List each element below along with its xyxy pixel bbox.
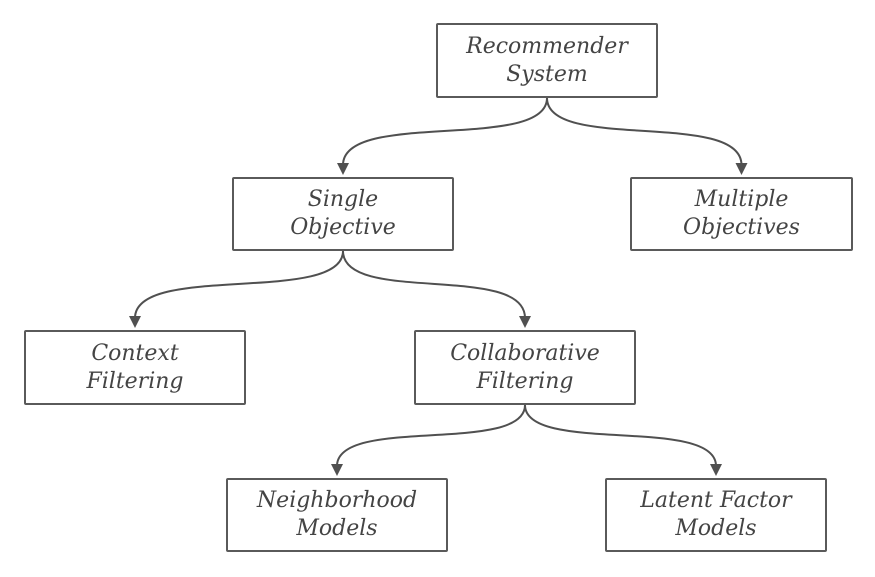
connector-recommender-system-to-single-objective <box>342 97 548 166</box>
arrowhead-icon <box>129 316 141 328</box>
arrowhead-icon <box>337 163 349 175</box>
connector-collaborative-filtering-to-neighborhood-models <box>336 404 526 467</box>
connector-collaborative-filtering-to-latent-factor-models <box>524 404 717 467</box>
node-label: Recommender System <box>466 33 628 87</box>
node-label: Collaborative Filtering <box>450 340 600 394</box>
arrowhead-icon <box>735 163 748 175</box>
connector-single-objective-to-context-filtering <box>134 250 344 319</box>
node-collaborative-filtering: Collaborative Filtering <box>414 330 636 405</box>
node-recommender-system: Recommender System <box>436 23 658 98</box>
node-single-objective: Single Objective <box>232 177 454 251</box>
node-multiple-objectives: Multiple Objectives <box>630 177 853 251</box>
node-label: Context Filtering <box>86 340 184 394</box>
node-label: Neighborhood Models <box>256 488 418 541</box>
node-latent-factor-models: Latent Factor Models <box>605 478 827 552</box>
arrowhead-icon <box>519 316 531 328</box>
node-neighborhood-models: Neighborhood Models <box>226 478 448 552</box>
node-context-filtering: Context Filtering <box>24 330 246 405</box>
node-label: Single Objective <box>290 187 396 240</box>
node-label: Latent Factor Models <box>640 488 792 541</box>
arrowhead-icon <box>710 464 722 476</box>
arrowhead-icon <box>331 464 343 476</box>
connector-recommender-system-to-multiple-objectives <box>546 97 743 166</box>
connector-single-objective-to-collaborative-filtering <box>342 250 526 319</box>
node-label: Multiple Objectives <box>683 187 800 240</box>
